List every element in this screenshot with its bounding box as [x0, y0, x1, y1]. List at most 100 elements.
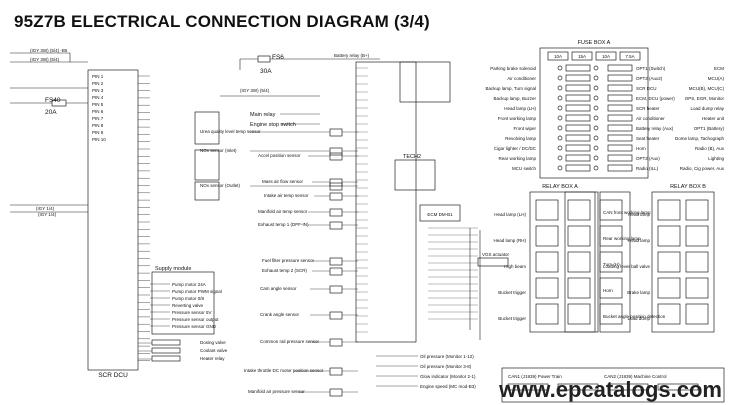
dcu-pin: PIN 5: [92, 102, 104, 107]
fuse-terminal: [557, 95, 563, 101]
relaybox-a-col2: [564, 191, 596, 333]
ref-label: (IGY 3W) (5/4): [240, 88, 270, 93]
fusebox-right-label: ECM, DCU (power): [636, 96, 675, 101]
dcu-extra: Dosing valve: [200, 340, 226, 345]
relay-a-right-label: Rear working lamp: [603, 236, 641, 241]
fusebox-left-label: Backup lamp, Turn signal: [485, 86, 536, 91]
fuse-terminal: [593, 105, 599, 111]
dcu-extra-box: [151, 347, 181, 354]
scr-dcu-label: SCR DCU: [98, 372, 128, 379]
fuse-terminal: [593, 125, 599, 131]
relaybox-b-box: [651, 191, 715, 333]
fuse-terminal: [557, 65, 563, 71]
can2-label: CAN2 (J1939) Machine Control: [604, 374, 667, 379]
vgs-actuator-icon: [477, 257, 509, 267]
fusebox-right-label: OPT2 (Aux2): [636, 76, 663, 81]
can-connector: [557, 383, 599, 391]
ref-label: (IGY 3W) (5/4): [30, 57, 60, 62]
relay-a-right-label: CAN front working lamp: [603, 210, 651, 215]
fuse-rating-box: [547, 51, 569, 61]
relay-icon: [535, 303, 559, 325]
relay-icon: [657, 303, 681, 325]
relay-b-label: Head lamp: [628, 212, 650, 217]
scr-dcu-box: [87, 69, 139, 371]
fusebox-far-label: Radio, Cig power, Aux: [680, 166, 725, 171]
relay-icon: [535, 199, 559, 221]
fusebox-far-label: Radio (B), Aux: [695, 146, 725, 151]
fuse-rating-box: [595, 51, 617, 61]
supply-item: Pressure sensor GND: [172, 324, 217, 329]
page-title: 95Z7B ELECTRICAL CONNECTION DIAGRAM (3/4…: [14, 12, 430, 31]
relaybox-a-col1: [529, 191, 599, 333]
fuse-element: [607, 74, 633, 82]
sensor-connector: [329, 147, 343, 156]
fuse-element: [607, 94, 633, 102]
fuse-terminal: [593, 65, 599, 71]
fusebox-right-label: Horn: [636, 146, 646, 151]
dcu-pin: PIN 10: [92, 137, 106, 142]
fusebox-far-label: Dome lamp, Tachograph: [675, 136, 724, 141]
fusebox-left-label: MCU switch: [512, 166, 536, 171]
dcu-extra-box: [151, 355, 181, 362]
sensor-connector: [329, 285, 343, 294]
fuse-terminal: [557, 135, 563, 141]
fuse-element: [565, 64, 591, 72]
relay-a-right-label: Turn (H): [603, 262, 620, 267]
fusebox-right-label: Air conditioner: [636, 116, 665, 121]
fusebox-left-label: Revolving lamp: [505, 136, 536, 141]
fuse-rating-box: [619, 51, 641, 61]
fuse-element: [607, 104, 633, 112]
fuse-element: [607, 164, 633, 172]
fuse-terminal: [557, 125, 563, 131]
fuse-terminal: [593, 145, 599, 151]
relay-icon: [599, 199, 623, 221]
relay-a-label: Head lamp (RH): [493, 238, 526, 243]
relaybox-a-label: RELAY BOX A: [542, 184, 578, 190]
fuse-rating-box: [571, 51, 593, 61]
dcu-pin: PIN 2: [92, 81, 104, 86]
fuse-element: [565, 74, 591, 82]
fusebox-left-label: Front wiper: [513, 126, 536, 131]
dcu-pin: PIN 3: [92, 88, 104, 93]
sensor-connector: [329, 192, 343, 201]
dcu-extra: Heater relay: [200, 356, 225, 361]
sensor-label: Crank angle sensor: [260, 312, 300, 317]
fusebox-far-label: Lighting: [708, 156, 724, 161]
fuse-element: [565, 154, 591, 162]
sensor-label: NOx sensor (Outlet): [200, 183, 241, 188]
dcu-extra-box: [151, 339, 181, 346]
relay-icon: [567, 251, 591, 273]
fuse-element: [607, 84, 633, 92]
fuse-element: [607, 124, 633, 132]
fuse-terminal: [557, 165, 563, 171]
sensor-connector: [329, 388, 343, 397]
fusebox-far-label: MCU(B), MCU(C): [689, 86, 725, 91]
relay-a-right-label: Bucket angle position detection: [603, 314, 666, 319]
relay-icon: [599, 277, 623, 299]
supply-item: Pressure sensor output: [172, 317, 219, 322]
sensor-label: Exhaust temp 1 (DPF-IN): [258, 222, 309, 227]
sensor-connector: [329, 208, 343, 217]
supply-item: Pump motor 24A: [172, 282, 206, 287]
fusebox-left-label: Air conditioner: [507, 76, 536, 81]
lower-mid-label: Glow indicator (Monitor 2-1): [420, 374, 476, 379]
fs6-rating: 30A: [260, 68, 272, 75]
relay-icon: [599, 225, 623, 247]
fusebox-a-box: [539, 47, 649, 179]
fs6-label: FS6: [272, 54, 284, 61]
battery-relay-label: Battery relay (B+): [334, 53, 370, 58]
connector-block: [194, 181, 220, 201]
ecm-dm-block: [419, 204, 461, 222]
ref-label: (IGY 1/4): [38, 212, 57, 217]
fusebox-far-label: OPT1 (Battery): [694, 126, 725, 131]
sensor-label: Cam angle sensor: [260, 286, 297, 291]
fusebox-left-label: Backup lamp, Buzzer: [493, 96, 536, 101]
vgs-label: VGS actuator: [482, 252, 510, 257]
relay-icon: [599, 303, 623, 325]
relay-icon: [685, 251, 709, 273]
can-connector: [507, 383, 549, 391]
fusebox-right-label: SCR heater: [636, 106, 660, 111]
relay-icon: [567, 225, 591, 247]
relay-icon: [599, 251, 623, 273]
fuse-terminal: [557, 105, 563, 111]
